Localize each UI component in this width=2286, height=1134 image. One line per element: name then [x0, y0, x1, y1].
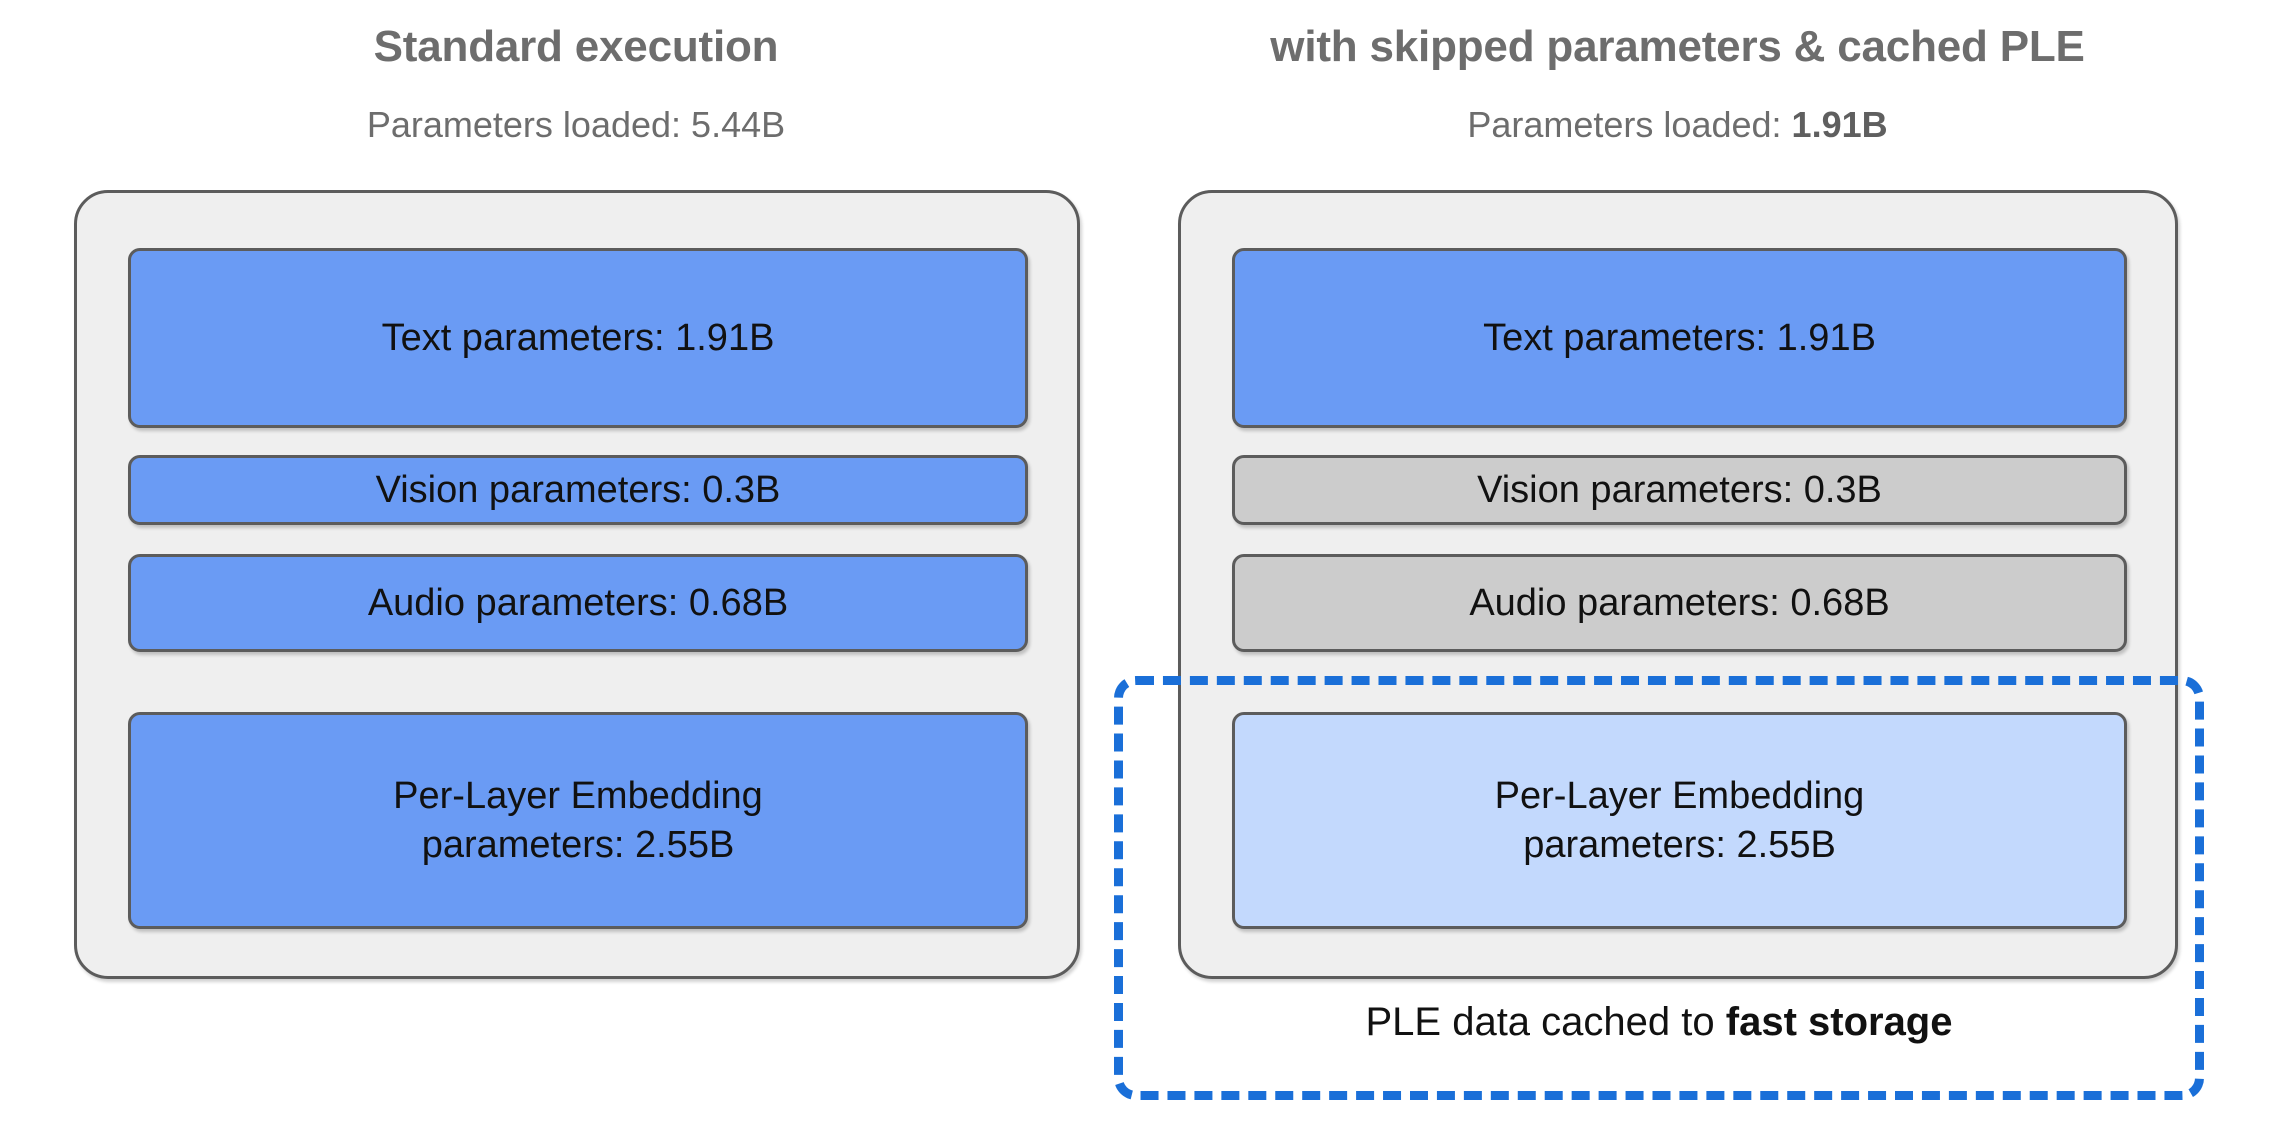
left-ple-parameters-label: Per-Layer Embedding parameters: 2.55B	[393, 772, 763, 869]
right-audio-parameters-block: Audio parameters: 0.68B	[1232, 554, 2127, 652]
right-ple-label-line-2: parameters: 2.55B	[1523, 823, 1836, 866]
cache-caption-emphasis: fast storage	[1725, 1000, 1953, 1044]
left-subtitle-value: 5.44B	[691, 104, 786, 145]
left-vision-parameters-block: Vision parameters: 0.3B	[128, 455, 1028, 525]
left-audio-parameters-label: Audio parameters: 0.68B	[367, 581, 789, 624]
left-text-parameters-label: Text parameters: 1.91B	[381, 316, 775, 359]
right-ple-parameters-block: Per-Layer Embedding parameters: 2.55B	[1232, 712, 2127, 929]
left-audio-parameters-block: Audio parameters: 0.68B	[128, 554, 1028, 652]
cache-caption-prefix: PLE data cached to	[1365, 1000, 1726, 1044]
left-column-title: Standard execution	[373, 22, 779, 71]
right-vision-parameters-label: Vision parameters: 0.3B	[1477, 468, 1882, 511]
left-subtitle-prefix: Parameters loaded:	[366, 104, 692, 145]
right-column-subtitle: Parameters loaded: 1.91B	[1178, 104, 2177, 146]
right-audio-parameters-label: Audio parameters: 0.68B	[1469, 581, 1890, 624]
right-text-parameters-block: Text parameters: 1.91B	[1232, 248, 2127, 428]
right-ple-parameters-label: Per-Layer Embedding parameters: 2.55B	[1495, 772, 1865, 869]
left-vision-parameters-label: Vision parameters: 0.3B	[375, 468, 781, 511]
left-column-subtitle: Parameters loaded: 5.44B	[74, 104, 1078, 146]
cached-ple-caption: PLE data cached to fast storage	[1114, 1000, 2204, 1045]
left-ple-label-line-1: Per-Layer Embedding	[393, 774, 763, 817]
right-ple-label-line-1: Per-Layer Embedding	[1494, 774, 1865, 817]
left-ple-label-line-2: parameters: 2.55B	[421, 823, 735, 866]
left-ple-parameters-block: Per-Layer Embedding parameters: 2.55B	[128, 712, 1028, 929]
right-subtitle-prefix: Parameters loaded:	[1467, 104, 1792, 145]
right-vision-parameters-block: Vision parameters: 0.3B	[1232, 455, 2127, 525]
right-subtitle-value: 1.91B	[1791, 104, 1888, 145]
left-text-parameters-block: Text parameters: 1.91B	[128, 248, 1028, 428]
right-text-parameters-label: Text parameters: 1.91B	[1483, 316, 1876, 359]
right-column-title: with skipped parameters & cached PLE	[1270, 22, 2085, 71]
